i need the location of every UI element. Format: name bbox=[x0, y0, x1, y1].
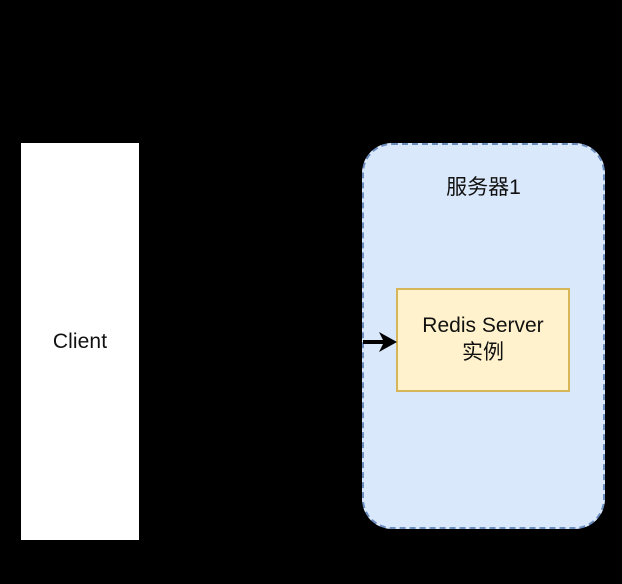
client-node[interactable]: Client bbox=[21, 143, 139, 540]
redis-server-label-line1: Redis Server bbox=[422, 314, 544, 338]
redis-server-node[interactable]: Redis Server 实例 bbox=[396, 288, 570, 392]
redis-server-label-line2: 实例 bbox=[462, 341, 504, 364]
server-container-label: 服务器1 bbox=[446, 176, 521, 199]
client-node-label: Client bbox=[52, 329, 108, 353]
